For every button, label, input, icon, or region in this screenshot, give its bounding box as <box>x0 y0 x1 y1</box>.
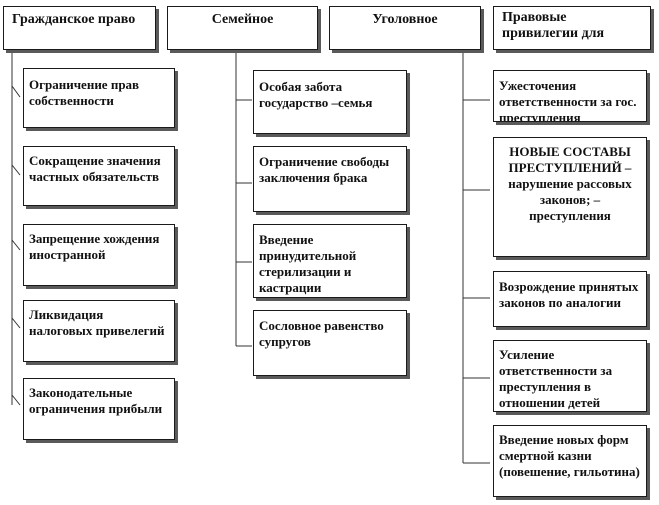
civil-item: Ограничение прав собственности <box>23 68 175 128</box>
civil-item: Ликвидация налоговых привелегий <box>23 300 175 362</box>
family-item: Особая забота государство –семья <box>253 70 407 134</box>
family-item: Ограничение свободы заключения брака <box>253 146 407 212</box>
header-civil-law: Гражданское право <box>3 6 156 50</box>
header-legal-privileges: Правовые привилегии для <box>493 6 651 50</box>
civil-item: Запрещение хождения иностранной <box>23 224 175 286</box>
civil-item: Законодательные ограничения прибыли <box>23 378 175 440</box>
header-criminal-law: Уголовное <box>329 6 481 50</box>
criminal-item-new-crimes: НОВЫЕ СОСТАВЫ ПРЕСТУПЛЕНИЙ –нарушение ра… <box>493 137 647 257</box>
header-family-law: Семейное <box>167 6 318 50</box>
criminal-item: Усиление ответственности за преступления… <box>493 340 647 412</box>
family-item: Сословное равенство супругов <box>253 310 407 376</box>
criminal-item: Введение новых форм смертной казни (пове… <box>493 425 647 497</box>
family-item: Введение принудительной стерилизации и к… <box>253 224 407 298</box>
criminal-item: Возрождение принятых законов по аналогии <box>493 271 647 327</box>
criminal-item: Ужесточения ответственности за гос. прес… <box>493 70 647 122</box>
civil-item: Сокращение значения частных обязательств <box>23 146 175 206</box>
